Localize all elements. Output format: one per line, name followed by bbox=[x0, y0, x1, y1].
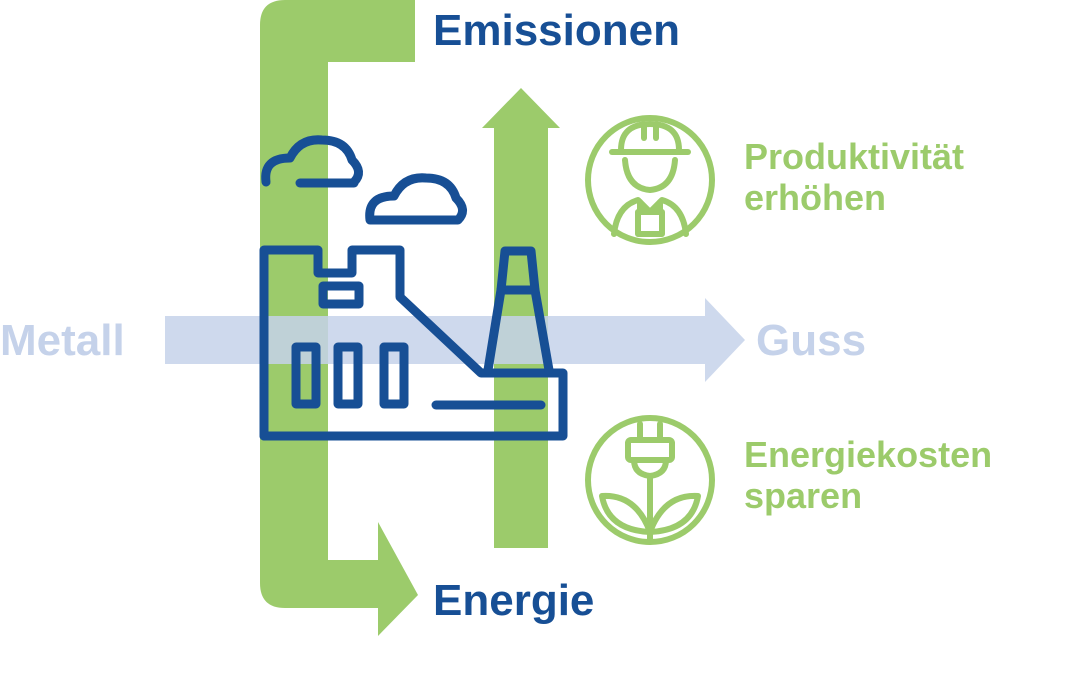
emissions-label: Emissionen bbox=[433, 6, 680, 55]
cloud-icon bbox=[261, 135, 363, 188]
metal-to-casting-arrow bbox=[165, 298, 745, 382]
energy-label: Energie bbox=[433, 576, 595, 625]
benefit-line: Energiekosten bbox=[744, 434, 993, 475]
energy-recovery-loop-arrow bbox=[260, 0, 418, 636]
benefit-productivity: Produktivität erhöhen bbox=[744, 136, 964, 219]
benefit-energy-costs: Energiekosten sparen bbox=[744, 434, 992, 517]
factory-icon bbox=[259, 245, 568, 441]
benefit-line: erhöhen bbox=[744, 177, 887, 219]
benefit-line: sparen bbox=[744, 475, 863, 517]
benefit-line: Produktivität bbox=[744, 136, 965, 177]
cloud-icon bbox=[365, 173, 467, 225]
casting-label: Guss bbox=[756, 316, 867, 365]
metal-label: Metall bbox=[0, 316, 125, 365]
plug-leaves-icon bbox=[585, 415, 715, 545]
worker-helmet-icon bbox=[585, 115, 715, 245]
